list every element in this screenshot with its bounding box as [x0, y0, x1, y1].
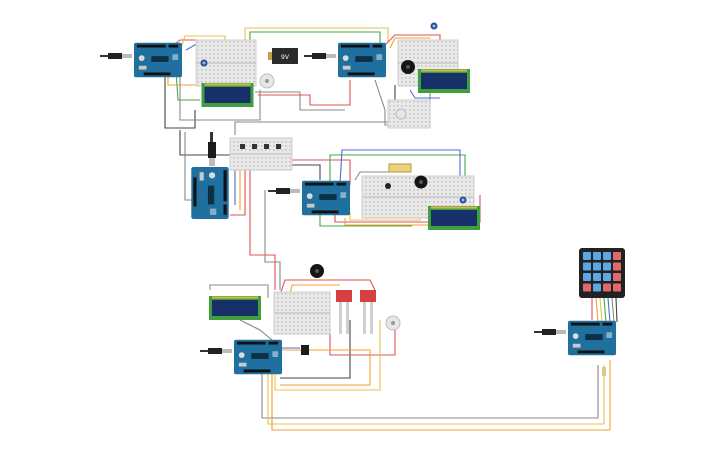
wire[interactable] — [274, 320, 381, 391]
keypad-key[interactable] — [583, 252, 591, 260]
keypad[interactable] — [579, 248, 625, 298]
breadboard[interactable] — [387, 99, 431, 129]
keypad-key[interactable] — [613, 283, 621, 292]
buzzer-icon[interactable] — [401, 60, 415, 74]
power-jack-icon[interactable] — [208, 132, 216, 166]
arduino-board[interactable] — [302, 180, 350, 216]
arduino-board[interactable] — [568, 320, 616, 356]
wire[interactable] — [271, 360, 611, 431]
wire[interactable] — [607, 297, 611, 323]
battery-label: 9V — [281, 54, 290, 61]
wire[interactable] — [255, 91, 345, 111]
usb-plug-icon[interactable] — [534, 329, 566, 335]
usb-plug-icon[interactable] — [200, 348, 232, 354]
led-component[interactable] — [385, 183, 391, 189]
wire[interactable] — [249, 168, 276, 290]
potentiometer-icon[interactable] — [459, 196, 467, 204]
soil-moisture-sensor[interactable] — [360, 290, 376, 334]
soil-moisture-sensor[interactable] — [336, 290, 352, 334]
wire[interactable] — [179, 130, 230, 156]
wire[interactable] — [249, 31, 381, 50]
keypad-key[interactable] — [593, 273, 601, 281]
usb-plug-icon[interactable] — [268, 188, 300, 194]
keypad-key[interactable] — [613, 273, 621, 281]
keypad-key[interactable] — [583, 262, 591, 271]
arduino-board[interactable] — [134, 42, 182, 78]
dc-motor-icon[interactable] — [385, 315, 401, 331]
wire[interactable] — [239, 319, 273, 341]
wire[interactable] — [339, 149, 461, 185]
wire[interactable] — [409, 89, 440, 99]
wire[interactable] — [230, 168, 246, 216]
wire[interactable] — [280, 349, 371, 386]
wire[interactable] — [599, 297, 603, 323]
wire[interactable] — [329, 154, 466, 182]
keypad-key[interactable] — [583, 283, 591, 292]
lcd-display[interactable] — [209, 296, 261, 320]
wire[interactable] — [344, 218, 430, 226]
keypad-key[interactable] — [603, 262, 611, 271]
wire[interactable] — [319, 215, 412, 227]
wire[interactable] — [615, 297, 618, 323]
keypad-key[interactable] — [593, 252, 601, 260]
buzzer-icon[interactable] — [414, 175, 428, 189]
lcd-display[interactable] — [428, 206, 480, 230]
pushbutton-icon[interactable] — [240, 144, 281, 149]
wire[interactable] — [290, 164, 321, 180]
keypad-key[interactable] — [603, 283, 611, 292]
usb-plug-icon[interactable] — [304, 53, 336, 59]
keypad-key[interactable] — [603, 252, 611, 260]
wire[interactable] — [280, 320, 351, 379]
wire[interactable] — [389, 37, 430, 49]
battery[interactable]: 9V — [268, 48, 298, 64]
breadboard[interactable] — [273, 291, 331, 335]
arduino-board[interactable] — [234, 339, 282, 375]
wire[interactable] — [264, 190, 281, 290]
dc-motor-icon[interactable] — [395, 108, 407, 120]
keypad-key[interactable] — [593, 283, 601, 292]
potentiometer-icon[interactable] — [430, 22, 438, 30]
keypad-key[interactable] — [613, 252, 621, 260]
dc-motor-icon[interactable] — [259, 73, 275, 89]
relay-module[interactable] — [301, 345, 309, 355]
wire[interactable] — [234, 121, 390, 135]
sensor-module[interactable] — [388, 163, 412, 173]
buzzer-icon[interactable] — [310, 264, 324, 278]
arduino-board[interactable] — [191, 167, 229, 219]
wire[interactable] — [290, 159, 351, 185]
wire[interactable] — [595, 297, 599, 323]
wire[interactable] — [279, 279, 376, 296]
wire[interactable] — [209, 284, 269, 298]
wire[interactable] — [603, 297, 607, 323]
wire[interactable] — [611, 297, 615, 323]
wire[interactable] — [258, 80, 351, 106]
potentiometer-icon[interactable] — [200, 59, 208, 67]
keypad-key[interactable] — [583, 273, 591, 281]
arduino-board[interactable] — [338, 42, 386, 78]
keypad-key[interactable] — [593, 262, 601, 271]
breadboard[interactable] — [229, 137, 293, 171]
resistor[interactable] — [602, 367, 606, 376]
keypad-key[interactable] — [613, 262, 621, 271]
wire[interactable] — [164, 70, 196, 129]
lcd-display[interactable] — [418, 69, 470, 93]
wire[interactable] — [261, 365, 599, 419]
wire[interactable] — [179, 60, 261, 121]
lcd-display[interactable] — [201, 83, 254, 107]
wire[interactable] — [334, 195, 481, 223]
usb-plug-icon[interactable] — [100, 53, 132, 59]
wire[interactable] — [244, 27, 389, 42]
wire[interactable] — [267, 365, 605, 425]
keypad-key[interactable] — [603, 273, 611, 281]
